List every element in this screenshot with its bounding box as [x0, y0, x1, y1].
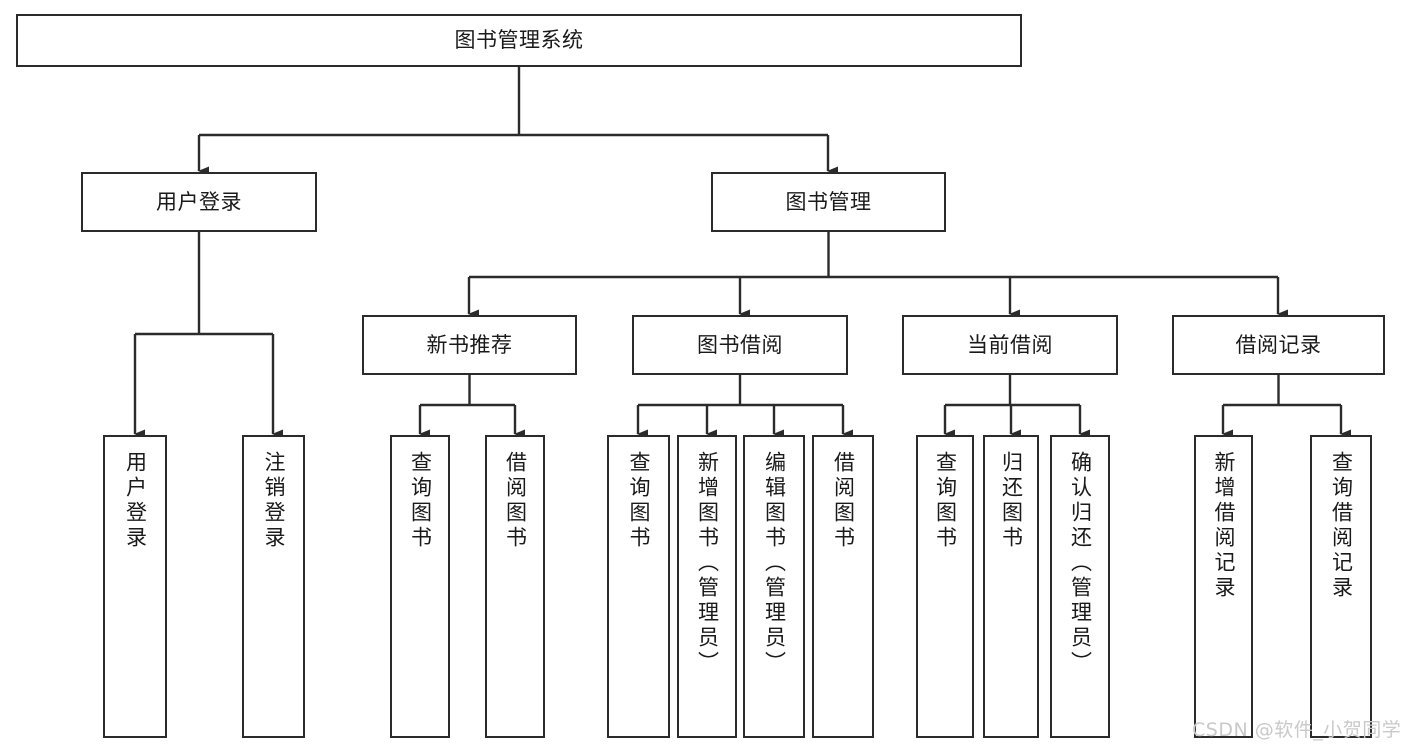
node-label-book-borrow: 图书借阅	[697, 332, 783, 357]
node-label-leaf-cb-return: 归还图书	[999, 451, 1024, 551]
node-label-leaf-user-login: 用户登录	[123, 451, 148, 551]
node-leaf-rec-borrow[interactable]: 借阅图书	[485, 435, 545, 738]
node-leaf-rec-query[interactable]: 查询图书	[390, 435, 450, 738]
node-label-leaf-user-logout: 注销登录	[262, 451, 286, 551]
node-label-leaf-br-add: 新增借阅记录	[1212, 451, 1236, 601]
csdn-watermark: CSDN @软件_小贺同学	[1192, 719, 1402, 741]
node-leaf-cb-confirm[interactable]: 确认归还（管理员）	[1050, 435, 1110, 738]
node-label-user-login: 用户登录	[156, 189, 242, 214]
node-label-root: 图书管理系统	[454, 28, 584, 53]
node-leaf-user-login[interactable]: 用户登录	[103, 435, 167, 738]
node-label-leaf-bb-borrow: 借阅图书	[831, 451, 856, 551]
node-label-leaf-cb-confirm: 确认归还（管理员）	[1068, 451, 1093, 676]
node-label-leaf-bb-add: 新增图书（管理员）	[695, 451, 720, 676]
node-leaf-br-add[interactable]: 新增借阅记录	[1194, 435, 1253, 738]
node-label-current-borrow: 当前借阅	[967, 332, 1053, 357]
node-label-book-manage: 图书管理	[785, 189, 872, 214]
node-book-manage[interactable]: 图书管理	[711, 172, 946, 232]
node-label-leaf-rec-borrow: 借阅图书	[503, 451, 528, 551]
node-label-leaf-br-query: 查询借阅记录	[1329, 451, 1354, 601]
node-label-borrow-record: 借阅记录	[1235, 332, 1322, 357]
node-label-leaf-bb-query: 查询图书	[627, 451, 651, 551]
node-leaf-user-logout[interactable]: 注销登录	[242, 435, 305, 738]
node-label-leaf-rec-query: 查询图书	[408, 451, 433, 551]
node-new-book-rec[interactable]: 新书推荐	[362, 315, 577, 375]
node-leaf-cb-query[interactable]: 查询图书	[916, 435, 974, 738]
node-root[interactable]: 图书管理系统	[16, 14, 1022, 67]
node-label-leaf-cb-query: 查询图书	[933, 451, 958, 551]
node-label-leaf-bb-edit: 编辑图书（管理员）	[762, 451, 787, 676]
node-label-new-book-rec: 新书推荐	[426, 332, 513, 357]
node-borrow-record[interactable]: 借阅记录	[1172, 315, 1385, 375]
node-leaf-bb-add[interactable]: 新增图书（管理员）	[677, 435, 737, 738]
node-leaf-bb-borrow[interactable]: 借阅图书	[812, 435, 874, 738]
node-user-login[interactable]: 用户登录	[81, 172, 317, 232]
node-current-borrow[interactable]: 当前借阅	[902, 315, 1118, 375]
node-leaf-bb-query[interactable]: 查询图书	[607, 435, 670, 738]
node-leaf-br-query[interactable]: 查询借阅记录	[1310, 435, 1372, 738]
node-book-borrow[interactable]: 图书借阅	[632, 315, 848, 375]
node-leaf-cb-return[interactable]: 归还图书	[983, 435, 1039, 738]
node-leaf-bb-edit[interactable]: 编辑图书（管理员）	[743, 435, 805, 738]
